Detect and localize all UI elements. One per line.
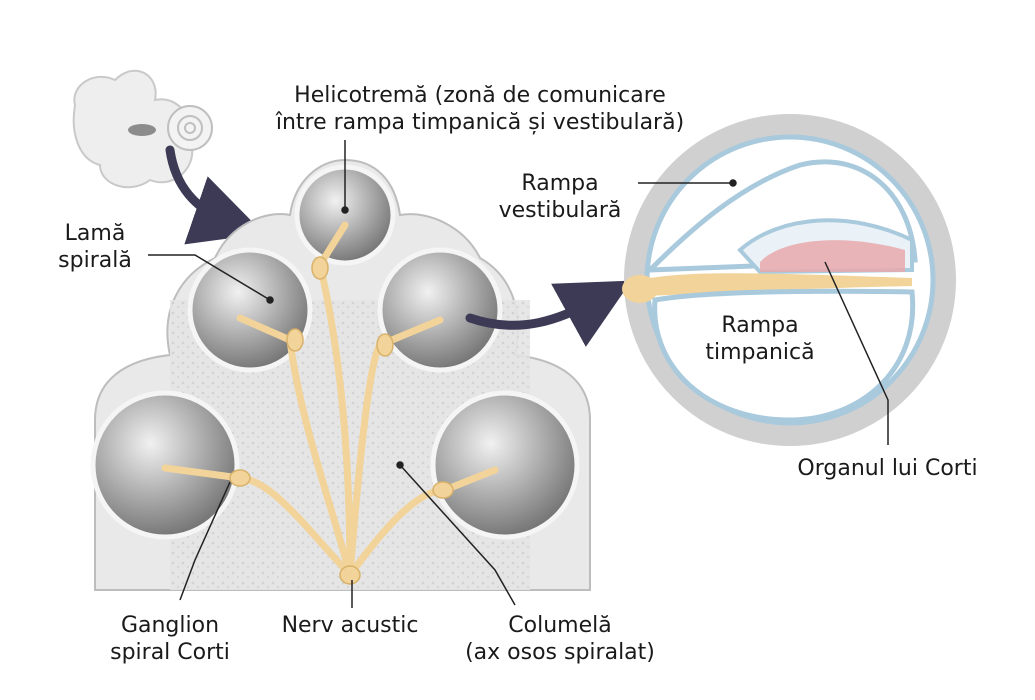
label-ganglion-line2: spiral Corti — [110, 640, 230, 665]
label-helicotrema: Helicotremă (zonă de comunicare între ra… — [240, 82, 720, 136]
label-helicotrema-line2: între rampa timpanică și vestibulară) — [275, 110, 685, 135]
leader-lines — [148, 140, 889, 608]
label-lama-spirala: Lamă spirală — [40, 220, 150, 274]
cochlear-duct-detail — [622, 114, 956, 446]
arrow-to-detail — [465, 280, 632, 347]
label-lama-spirala-line1: Lamă — [64, 221, 126, 246]
label-ganglion-spiral: Ganglion spiral Corti — [85, 612, 255, 666]
label-rampa-timpanica: Rampa timpanică — [690, 312, 830, 366]
arrow-to-cochlea — [165, 145, 265, 245]
label-organul-lui-corti: Organul lui Corti — [797, 456, 978, 481]
label-rampa-timpanica-line2: timpanică — [705, 340, 815, 365]
label-rampa-vestibulara-line1: Rampa — [521, 171, 599, 196]
label-rampa-vestibulara-line2: vestibulară — [498, 198, 622, 223]
label-columela: Columelă (ax osos spiralat) — [430, 612, 690, 666]
label-lama-spirala-line2: spirală — [58, 248, 132, 273]
label-rampa-vestibulara: Rampa vestibulară — [485, 170, 635, 224]
label-columela-line1: Columelă — [508, 613, 612, 638]
cochlea-section — [90, 158, 591, 591]
label-ganglion-line1: Ganglion — [120, 613, 220, 638]
label-helicotrema-line1: Helicotremă (zonă de comunicare — [294, 83, 666, 108]
label-rampa-timpanica-line1: Rampa — [721, 313, 799, 338]
label-nerv-acustic: Nerv acustic — [281, 613, 419, 638]
label-columela-line2: (ax osos spiralat) — [465, 640, 655, 665]
inner-ear-icon — [72, 69, 213, 189]
